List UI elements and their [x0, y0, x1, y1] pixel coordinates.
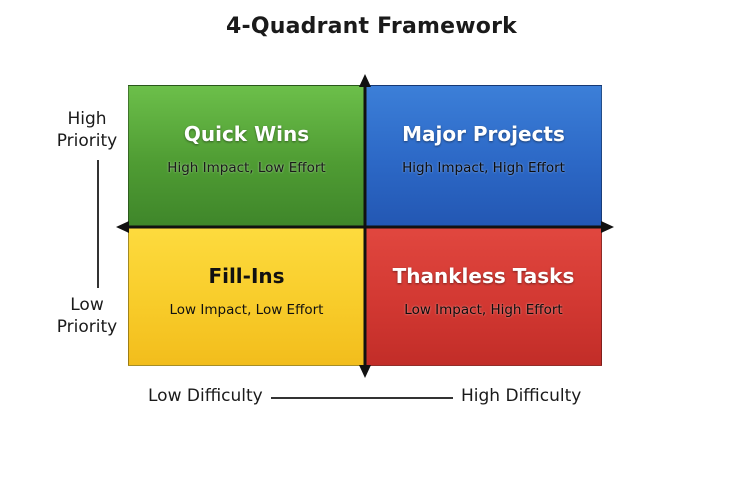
high-priority-label: High Priority — [40, 108, 134, 152]
diagram-title: 4-Quadrant Framework — [225, 14, 517, 39]
quadrant-subtitle: High Impact, High Effort — [402, 160, 565, 176]
quadrant-thankless-tasks: Thankless Tasks Low Impact, High Effort — [365, 227, 602, 366]
difficulty-axis-line — [271, 397, 453, 399]
low-priority-label: Low Priority — [40, 294, 134, 338]
low-priority-text: Low Priority — [56, 295, 118, 337]
quadrant-subtitle: High Impact, Low Effort — [167, 160, 326, 176]
high-difficulty-label: High Difficulty — [461, 386, 582, 406]
quadrant-title: Thankless Tasks — [392, 264, 575, 288]
priority-axis-line — [97, 160, 99, 288]
quadrant-title: Quick Wins — [183, 122, 310, 146]
quadrant-subtitle: Low Impact, Low Effort — [169, 302, 324, 318]
arrow-right-icon — [601, 221, 614, 233]
quadrant-title: Major Projects — [402, 122, 565, 146]
quadrant-subtitle: Low Impact, High Effort — [404, 302, 563, 318]
quadrant-title: Fill-Ins — [208, 264, 285, 288]
arrow-down-icon — [359, 365, 371, 378]
high-priority-text: High Priority — [56, 109, 118, 151]
quadrant-fill-ins: Fill-Ins Low Impact, Low Effort — [128, 227, 365, 366]
low-difficulty-label: Low Difficulty — [148, 386, 263, 406]
quadrant-quick-wins: Quick Wins High Impact, Low Effort — [128, 85, 365, 227]
quadrant-major-projects: Major Projects High Impact, High Effort — [365, 85, 602, 227]
